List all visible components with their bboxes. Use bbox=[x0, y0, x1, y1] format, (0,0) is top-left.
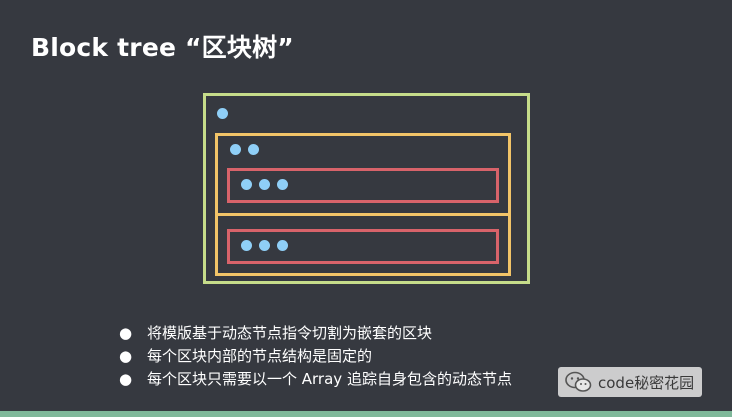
wechat-icon bbox=[565, 371, 592, 392]
dynamic-node-dot bbox=[277, 240, 288, 251]
root-block bbox=[203, 93, 530, 284]
bullet-marker: ● bbox=[119, 324, 133, 342]
bullet-marker: ● bbox=[119, 347, 133, 365]
dynamic-node-dot bbox=[248, 144, 259, 155]
bullet-item: ● 将模版基于动态节点指令切割为嵌套的区块 bbox=[117, 322, 512, 345]
watermark-text: code秘密花园 bbox=[598, 373, 695, 392]
dynamic-node-dot bbox=[217, 108, 228, 119]
bullet-text: 每个区块内部的节点结构是固定的 bbox=[147, 347, 373, 365]
dynamic-node-dot bbox=[259, 179, 270, 190]
slide-title: Block tree “区块树” bbox=[31, 33, 294, 62]
nested-block-1 bbox=[227, 168, 499, 203]
dynamic-node-dot bbox=[230, 144, 241, 155]
bullet-text: 每个区块只需要以一个 Array 追踪自身包含的动态节点 bbox=[147, 370, 512, 388]
dynamic-node-dot bbox=[277, 179, 288, 190]
dynamic-node-dot bbox=[241, 179, 252, 190]
watermark: code秘密花园 bbox=[558, 367, 703, 397]
bullet-item: ● 每个区块只需要以一个 Array 追踪自身包含的动态节点 bbox=[117, 368, 512, 391]
nested-block-2 bbox=[227, 229, 499, 264]
child-block-2 bbox=[215, 213, 511, 276]
dynamic-node-dot bbox=[259, 240, 270, 251]
bullet-list: ● 将模版基于动态节点指令切割为嵌套的区块 ● 每个区块内部的节点结构是固定的 … bbox=[117, 322, 512, 391]
bullet-marker: ● bbox=[119, 370, 133, 388]
bullet-item: ● 每个区块内部的节点结构是固定的 bbox=[117, 345, 512, 368]
bullet-text: 将模版基于动态节点指令切割为嵌套的区块 bbox=[147, 324, 433, 342]
dynamic-node-dot bbox=[241, 240, 252, 251]
bottom-accent-bar bbox=[0, 411, 732, 417]
